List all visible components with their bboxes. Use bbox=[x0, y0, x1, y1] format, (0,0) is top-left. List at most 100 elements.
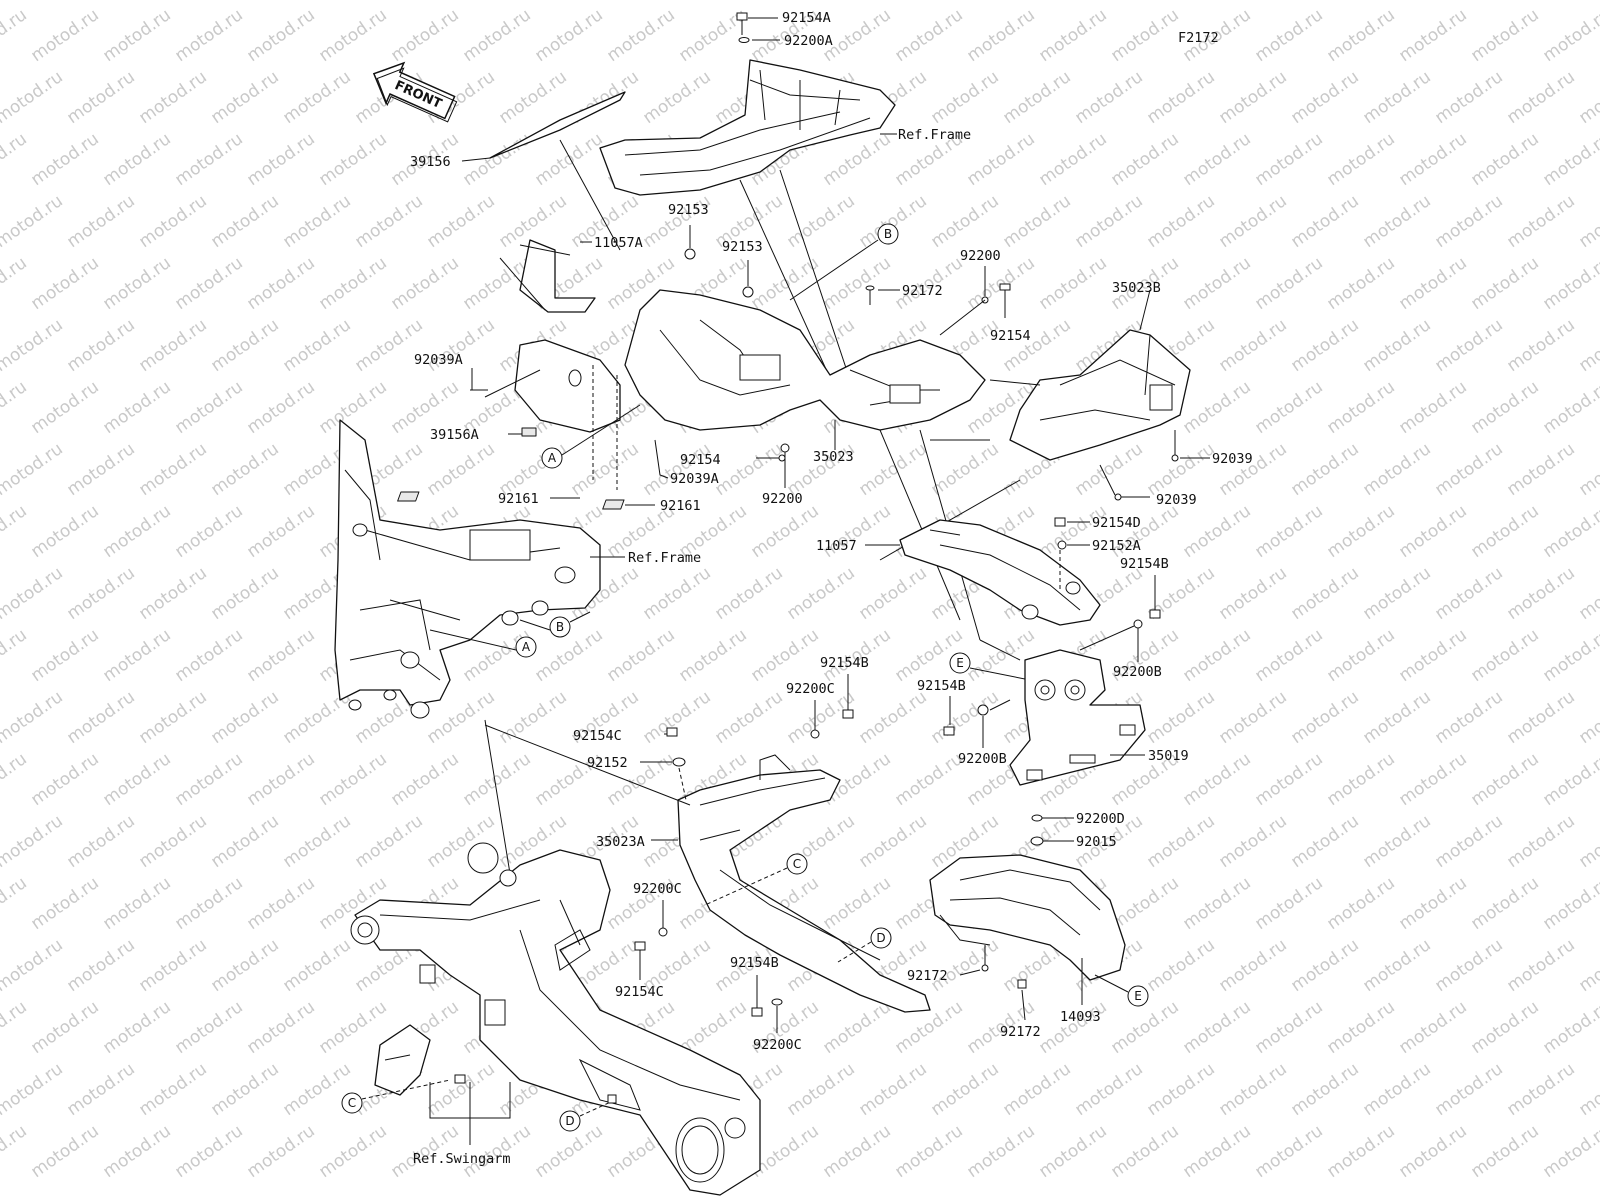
watermark-text: motod.ru bbox=[711, 0, 786, 4]
watermark-text: motod.ru bbox=[135, 191, 210, 252]
watermark-text: motod.ru bbox=[207, 191, 282, 252]
watermark-text: motod.ru bbox=[1035, 253, 1110, 314]
watermark-text: motod.ru bbox=[1467, 129, 1542, 190]
watermark-text: motod.ru bbox=[855, 1059, 930, 1120]
watermark-text: motod.ru bbox=[279, 1059, 354, 1120]
label-92154C-t: 92154C bbox=[573, 728, 622, 744]
bracket-11057A bbox=[519, 239, 596, 313]
watermark-text: motod.ru bbox=[171, 625, 246, 686]
watermark-text: motod.ru bbox=[171, 377, 246, 438]
callout-C1: C bbox=[793, 857, 801, 871]
watermark-text: motod.ru bbox=[63, 687, 138, 748]
watermark-text: motod.ru bbox=[1143, 935, 1218, 996]
watermark-text: motod.ru bbox=[999, 191, 1074, 252]
watermark-text: motod.ru bbox=[1287, 67, 1362, 128]
watermark-text: motod.ru bbox=[279, 315, 354, 376]
watermark-text: motod.ru bbox=[855, 439, 930, 500]
watermark-text: motod.ru bbox=[423, 1059, 498, 1120]
watermark-text: motod.ru bbox=[927, 935, 1002, 996]
label-92200-top: 92200 bbox=[960, 248, 1001, 264]
watermark-text: motod.ru bbox=[891, 749, 966, 810]
watermark-text: motod.ru bbox=[243, 253, 318, 314]
watermark-text: motod.ru bbox=[1431, 1059, 1506, 1120]
watermark-text: motod.ru bbox=[1503, 439, 1578, 500]
watermark-text: motod.ru bbox=[243, 873, 318, 934]
watermark-text: motod.ru bbox=[1143, 811, 1218, 872]
watermark-text: motod.ru bbox=[351, 0, 426, 4]
watermark-text: motod.ru bbox=[0, 749, 31, 810]
watermark-text: motod.ru bbox=[207, 1059, 282, 1120]
side-plate bbox=[514, 339, 621, 433]
watermark-text: motod.ru bbox=[1323, 625, 1398, 686]
watermark-text: motod.ru bbox=[1287, 0, 1362, 4]
watermark-text: motod.ru bbox=[1467, 1121, 1542, 1182]
watermark-text: motod.ru bbox=[1251, 625, 1326, 686]
label-92200B-l: 92200B bbox=[958, 751, 1007, 767]
watermark-text: motod.ru bbox=[1287, 439, 1362, 500]
label-92154C-b: 92154C bbox=[615, 984, 664, 1000]
watermark-text: motod.ru bbox=[27, 1121, 102, 1182]
bracket-11057 bbox=[899, 519, 1101, 626]
ref-frame-left: Ref.Frame bbox=[628, 550, 701, 566]
watermark-text: motod.ru bbox=[63, 439, 138, 500]
watermark-text: motod.ru bbox=[1215, 1059, 1290, 1120]
watermark-text: motod.ru bbox=[1251, 501, 1326, 562]
watermark-text: motod.ru bbox=[171, 129, 246, 190]
inner-fender-35023 bbox=[624, 289, 986, 431]
watermark-text: motod.ru bbox=[1503, 1059, 1578, 1120]
label-92152A: 92152A bbox=[1092, 538, 1141, 554]
watermark-text: motod.ru bbox=[1323, 5, 1398, 66]
watermark-text: motod.ru bbox=[1107, 5, 1182, 66]
watermark-text: motod.ru bbox=[819, 873, 894, 934]
watermark-text: motod.ru bbox=[639, 191, 714, 252]
seal-strip-39156 bbox=[489, 91, 626, 159]
watermark-text: motod.ru bbox=[999, 67, 1074, 128]
watermark-text: motod.ru bbox=[1071, 191, 1146, 252]
mudguard-35023A bbox=[677, 754, 931, 1013]
label-92200A: 92200A bbox=[784, 33, 833, 49]
watermark-text: motod.ru bbox=[423, 439, 498, 500]
watermark-text: motod.ru bbox=[1395, 377, 1470, 438]
watermark-text: motod.ru bbox=[279, 0, 354, 4]
ref-frame-top: Ref.Frame bbox=[898, 127, 971, 143]
watermark-text: motod.ru bbox=[1467, 377, 1542, 438]
watermark-text: motod.ru bbox=[639, 439, 714, 500]
watermark-text: motod.ru bbox=[1143, 687, 1218, 748]
watermark-text: motod.ru bbox=[495, 687, 570, 748]
watermark-text: motod.ru bbox=[927, 687, 1002, 748]
watermark-text: motod.ru bbox=[783, 1059, 858, 1120]
watermark-text: motod.ru bbox=[1287, 811, 1362, 872]
watermark-text: motod.ru bbox=[963, 129, 1038, 190]
watermark-text: motod.ru bbox=[1143, 67, 1218, 128]
watermark-text: motod.ru bbox=[27, 253, 102, 314]
label-35023B: 35023B bbox=[1112, 280, 1161, 296]
watermark-text: motod.ru bbox=[99, 253, 174, 314]
watermark-text: motod.ru bbox=[0, 1059, 67, 1120]
watermark-text: motod.ru bbox=[1179, 997, 1254, 1058]
watermark-text: motod.ru bbox=[675, 625, 750, 686]
watermark-text: motod.ru bbox=[27, 873, 102, 934]
watermark-text: motod.ru bbox=[1251, 997, 1326, 1058]
watermark-text: motod.ru bbox=[1323, 377, 1398, 438]
watermark-text: motod.ru bbox=[1179, 501, 1254, 562]
watermark-text: motod.ru bbox=[63, 563, 138, 624]
watermark-text: motod.ru bbox=[135, 315, 210, 376]
label-92161-a: 92161 bbox=[498, 491, 539, 507]
watermark-text: motod.ru bbox=[639, 687, 714, 748]
watermark-text: motod.ru bbox=[0, 625, 31, 686]
watermark-text: motod.ru bbox=[243, 377, 318, 438]
watermark-text: motod.ru bbox=[1503, 0, 1578, 4]
watermark-text: motod.ru bbox=[459, 129, 534, 190]
watermark-text: motod.ru bbox=[1287, 1059, 1362, 1120]
label-92154B-c: 92154B bbox=[820, 655, 869, 671]
watermark-text: motod.ru bbox=[27, 377, 102, 438]
watermark-text: motod.ru bbox=[135, 439, 210, 500]
watermark-text: motod.ru bbox=[927, 1059, 1002, 1120]
watermark-text: motod.ru bbox=[891, 1121, 966, 1182]
watermark-text: motod.ru bbox=[171, 997, 246, 1058]
callout-D2: D bbox=[565, 1114, 574, 1128]
watermark-text: motod.ru bbox=[1251, 5, 1326, 66]
label-92154-top: 92154 bbox=[990, 328, 1031, 344]
watermark-text: motod.ru bbox=[99, 377, 174, 438]
watermark-text: motod.ru bbox=[783, 191, 858, 252]
